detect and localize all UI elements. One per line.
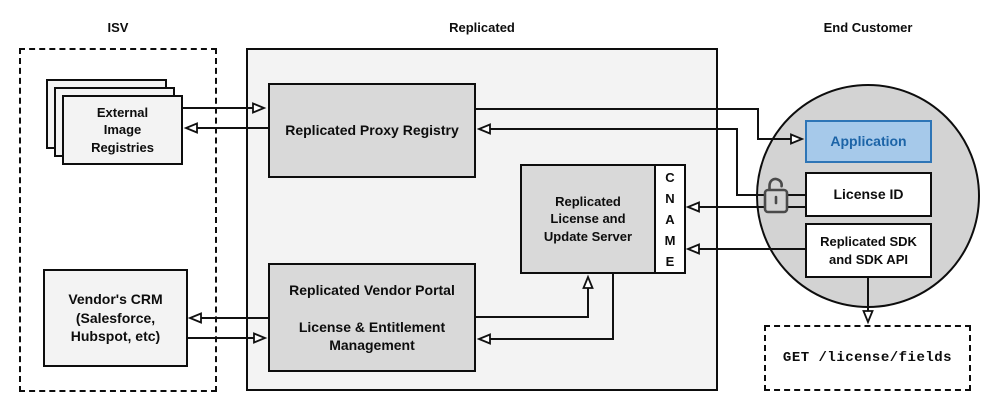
application-label: Application bbox=[830, 133, 907, 150]
license-id-label: License ID bbox=[833, 186, 904, 203]
get-license-fields-label: GET /license/fields bbox=[782, 350, 953, 366]
license-update-server-label: Replicated License and Update Server bbox=[543, 194, 633, 244]
license-update-server-node: Replicated License and Update Server bbox=[522, 166, 656, 272]
cname-letter: C bbox=[665, 169, 675, 185]
cname-letter: N bbox=[665, 190, 675, 206]
vendor-crm-node: Vendor's CRM (Salesforce, Hubspot, etc) bbox=[43, 269, 188, 367]
replicated-sdk-label: Replicated SDK and SDK API bbox=[820, 234, 917, 267]
application-node: Application bbox=[805, 120, 932, 163]
cname-letter: E bbox=[665, 253, 675, 269]
section-label-isv: ISV bbox=[107, 20, 129, 35]
cname-letter: A bbox=[665, 211, 675, 227]
vendor-portal-node: Replicated Vendor Portal License & Entit… bbox=[268, 263, 476, 372]
get-license-fields-box: GET /license/fields bbox=[764, 325, 971, 391]
cname-strip: C N A M E bbox=[656, 166, 684, 272]
isv-container bbox=[19, 48, 217, 392]
section-label-replicated: Replicated bbox=[449, 20, 515, 35]
vendor-portal-label: Replicated Vendor Portal License & Entit… bbox=[289, 281, 455, 353]
cname-letter: M bbox=[664, 232, 676, 248]
proxy-registry-label: Replicated Proxy Registry bbox=[285, 122, 459, 139]
proxy-registry-node: Replicated Proxy Registry bbox=[268, 83, 476, 178]
replicated-sdk-node: Replicated SDK and SDK API bbox=[805, 223, 932, 278]
external-image-registries-label: External Image Registries bbox=[91, 105, 154, 155]
license-id-node: License ID bbox=[805, 172, 932, 217]
license-update-server-group: Replicated License and Update Server C N… bbox=[520, 164, 686, 274]
section-label-end-customer: End Customer bbox=[823, 20, 913, 35]
vendor-crm-label: Vendor's CRM (Salesforce, Hubspot, etc) bbox=[68, 291, 163, 345]
external-image-registries-node: External Image Registries bbox=[62, 95, 183, 165]
